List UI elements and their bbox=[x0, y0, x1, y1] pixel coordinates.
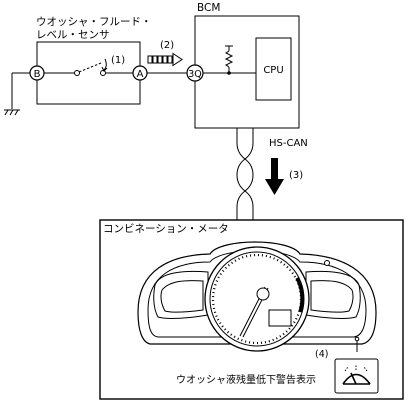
terminal-3q: 3Q bbox=[186, 64, 204, 82]
resistor-icon bbox=[224, 45, 234, 73]
bcm-label: BCM bbox=[197, 2, 220, 14]
signal-arrow-icon bbox=[147, 52, 183, 67]
terminal-a: A bbox=[132, 65, 148, 81]
terminal-a-label: A bbox=[137, 69, 144, 80]
terminal-b: B bbox=[29, 65, 45, 81]
cpu-box bbox=[255, 37, 292, 101]
cpu-label: CPU bbox=[263, 65, 283, 76]
meter-cluster-illustration bbox=[137, 241, 377, 352]
terminal-b-label: B bbox=[34, 69, 41, 80]
switch-ref: (1) bbox=[111, 55, 125, 66]
washer-warning-icon bbox=[334, 358, 379, 394]
switch-icon bbox=[74, 58, 108, 76]
can-ref: (3) bbox=[289, 170, 303, 181]
hs-can-label: HS-CAN bbox=[269, 138, 308, 149]
hs-can-twisted-pair bbox=[236, 128, 254, 220]
warning-ref: (4) bbox=[315, 349, 328, 360]
meter-box bbox=[99, 219, 404, 400]
signal-ref: (2) bbox=[160, 40, 174, 51]
terminal-3q-label: 3Q bbox=[188, 69, 202, 80]
meter-label: コンビネーション・メータ bbox=[103, 223, 229, 235]
sensor-label-line1: ウオッシャ・フルード・ bbox=[36, 16, 152, 28]
down-arrow-icon bbox=[265, 158, 284, 195]
sensor-label-line2: レベル・センサ bbox=[36, 29, 110, 41]
ground-icon bbox=[4, 72, 31, 116]
warning-caption: ウオッシャ液残量低下警告表示 bbox=[176, 373, 316, 386]
